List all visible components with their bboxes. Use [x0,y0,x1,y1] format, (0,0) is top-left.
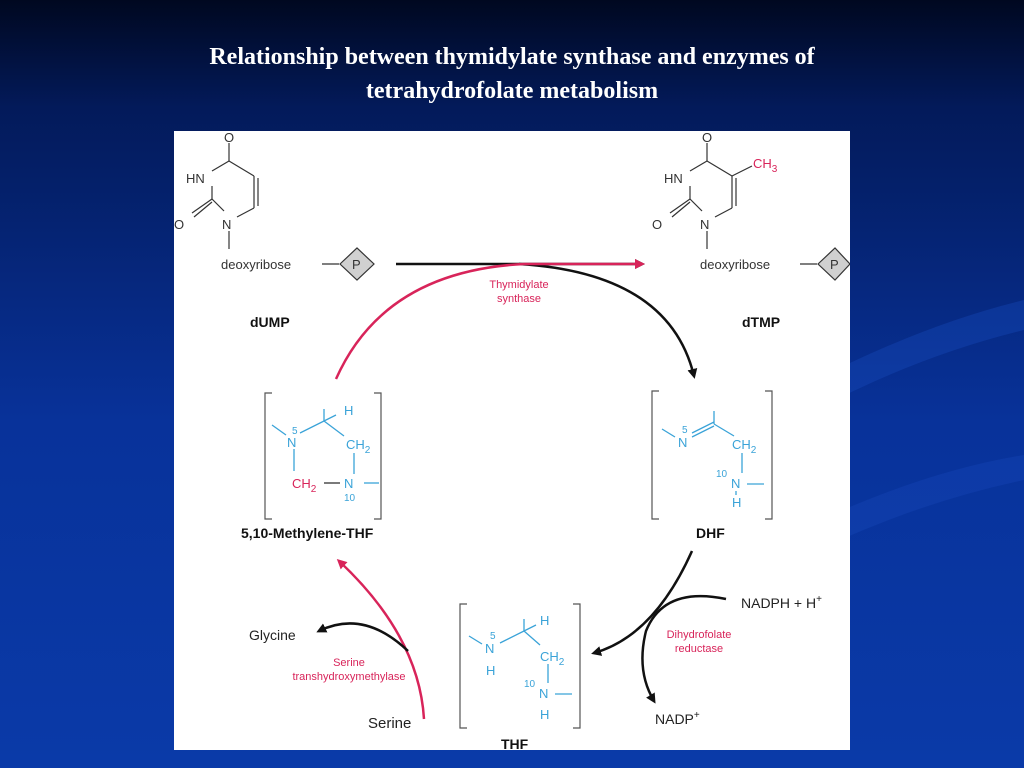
methylene-thf-bridge-ch2: CH2 [292,476,317,495]
dtmp-methyl: CH3 [753,156,778,175]
dihydrofolate-reductase-label: Dihydrofolate reductase [667,629,732,655]
methylene-thf-n5-number: 5 [292,426,298,437]
dump-o-top: O [224,131,234,145]
thf-to-methylene-thf-arrow [336,558,426,720]
thf-brackets [459,603,581,729]
dump-phosphate: P [352,257,361,272]
nadp-label: NADP+ [655,710,700,727]
glycine-label: Glycine [249,627,296,643]
dhf-n10: N [731,476,740,491]
svg-text:Serine: Serine [333,657,365,669]
dump-sugar: deoxyribose [221,257,291,272]
thf-h-n10: H [540,707,549,722]
nadph-input-arrow [641,594,727,704]
dtmp-hn: HN [664,171,683,186]
thf-n10: N [539,686,548,701]
dtmp-structure: O HN O N CH3 deoxyribose P dTMP [652,131,850,330]
thf-n5-number: 5 [490,631,496,642]
thf-h-n5: H [486,663,495,678]
nadph-label: NADPH + H+ [741,594,822,611]
svg-text:Dihydrofolate: Dihydrofolate [667,629,732,641]
dump-n: N [222,217,231,232]
serine-to-glycine-arrow [316,622,409,652]
dtmp-phosphate-diamond: P [817,247,850,281]
dhf-h: H [732,495,741,510]
dhf-ch2: CH2 [732,437,757,456]
methylene-thf-brackets [264,392,382,520]
dhf-label: DHF [696,525,725,541]
thymidylate-cycle-diagram: O HN O N deoxyribose P dUMP O HN O [174,131,850,750]
slide-title-line-1: Relationship between thymidylate synthas… [209,44,815,70]
dhf-brackets [651,390,773,520]
methylene-thf-structure: N 5 H CH2 CH2 N 10 5,10-Methylene-THF [241,392,382,541]
dhf-n10-number: 10 [716,469,728,480]
dump-hn: HN [186,171,205,186]
methylene-thf-label: 5,10-Methylene-THF [241,525,374,541]
slide-title-line-2: tetrahydrofolate metabolism [365,78,659,104]
methylene-thf-ch2: CH2 [346,437,371,456]
dump-o-left: O [174,217,184,232]
serine-transhydroxymethylase-label: Serine transhydroxymethylase [292,657,405,683]
methylene-thf-to-dtmp-arrow [334,259,645,380]
dtmp-o-left: O [652,217,662,232]
methylene-thf-n5: N [287,435,296,450]
thymidylate-synthase-arrow-to-dhf [518,262,698,379]
dhf-structure: N 5 CH2 10 N H DHF [651,390,773,541]
dump-structure: O HN O N deoxyribose P dUMP [174,131,375,330]
slide-title: Relationship between thymidylate synthas… [0,40,1024,108]
dtmp-sugar: deoxyribose [700,257,770,272]
methylene-thf-h: H [344,403,353,418]
thf-ch2: CH2 [540,649,565,668]
dhf-n5: N [678,435,687,450]
dtmp-label: dTMP [742,314,780,330]
thf-structure: N 5 H H CH2 10 N H THF [459,603,581,750]
thf-label: THF [501,736,529,750]
svg-text:synthase: synthase [497,293,541,305]
dump-phosphate-diamond: P [339,247,375,281]
diagram-panel: O HN O N deoxyribose P dUMP O HN O [174,131,850,750]
svg-text:transhydroxymethylase: transhydroxymethylase [292,671,405,683]
svg-text:Thymidylate: Thymidylate [489,279,548,291]
dhf-n5-number: 5 [682,425,688,436]
thf-n10-number: 10 [524,679,536,690]
dtmp-n: N [700,217,709,232]
dtmp-o-top: O [702,131,712,145]
dtmp-phosphate: P [830,257,839,272]
thf-h-top: H [540,613,549,628]
methylene-thf-n10-number: 10 [344,493,356,504]
thf-n5: N [485,641,494,656]
serine-label: Serine [368,715,411,732]
methylene-thf-n10: N [344,476,353,491]
dump-label: dUMP [250,314,290,330]
thymidylate-synthase-label: Thymidylate synthase [489,279,548,305]
dhf-to-thf-arrow [591,550,694,656]
svg-text:reductase: reductase [675,643,723,655]
